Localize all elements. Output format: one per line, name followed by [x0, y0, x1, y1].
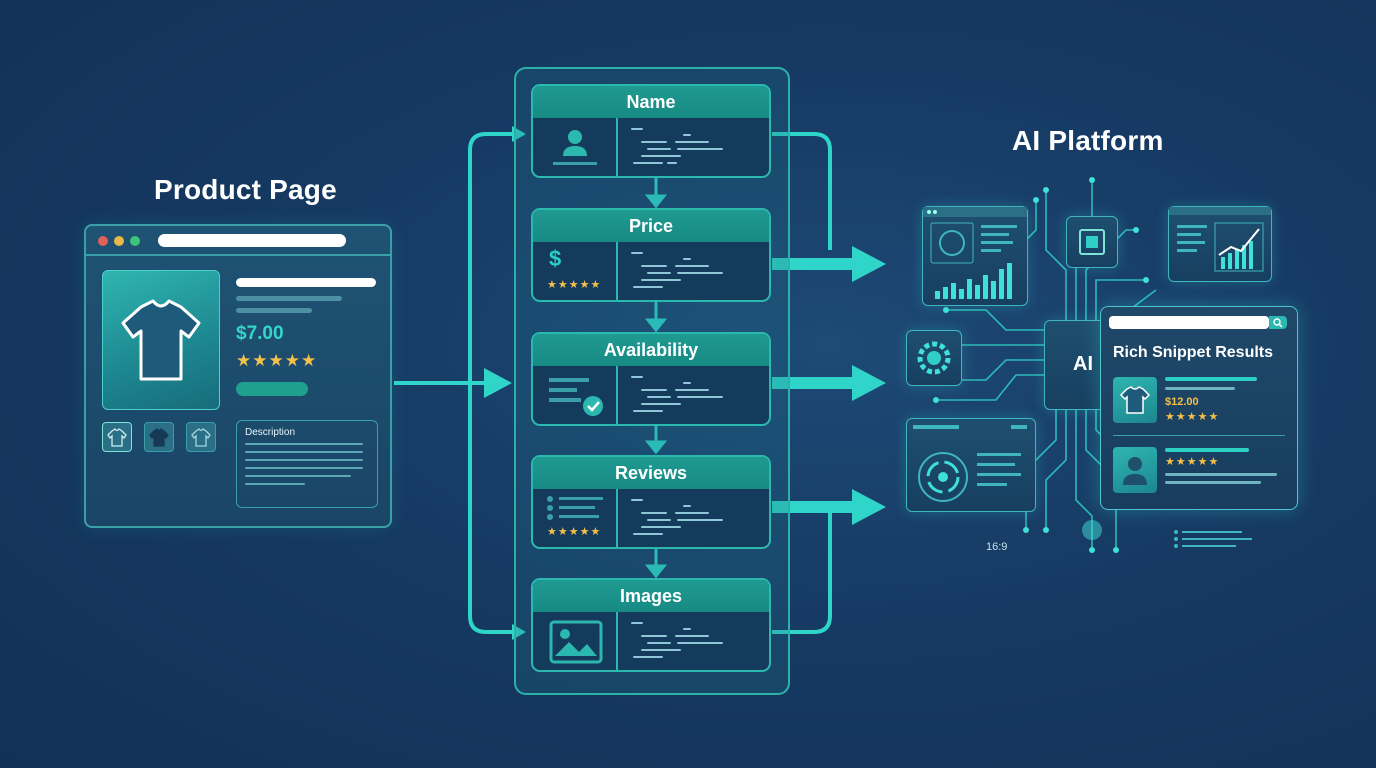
result-title-line-2: [1165, 448, 1249, 452]
image-icon: [549, 620, 603, 664]
arrow-head-main: [484, 368, 512, 398]
flow-line-upper: [468, 132, 516, 383]
tshirt-thumb-icon: [149, 428, 169, 447]
product-title-line: [236, 278, 376, 287]
thumbnail-1[interactable]: [102, 422, 132, 452]
card-name-header: Name: [533, 86, 769, 118]
browser-minimize-dot: [114, 236, 124, 246]
description-line: [245, 451, 363, 453]
dollar-icon: $: [549, 246, 562, 271]
result-stars-1: ★★★★★: [1165, 411, 1220, 423]
product-rating-stars: ★★★★★: [236, 351, 318, 370]
tshirt-thumb-icon: [107, 428, 127, 447]
browser-close-dot: [98, 236, 108, 246]
radar-panel: [906, 418, 1036, 512]
code-snippet: [627, 618, 767, 666]
code-snippet: [627, 495, 767, 543]
down-arrows: [644, 178, 668, 579]
flow-line-lower: [468, 383, 516, 634]
product-page-browser: $7.00 ★★★★★ Description: [84, 224, 392, 528]
code-snippet: [627, 372, 767, 420]
rich-snippet-title: Rich Snippet Results: [1113, 344, 1274, 361]
dashboard-panel: [922, 206, 1028, 306]
result-stars-2: ★★★★★: [1165, 456, 1220, 468]
description-box: Description: [236, 420, 378, 508]
line-chart-panel: [1168, 206, 1272, 282]
arrow-head-out-3: [852, 489, 886, 525]
aspect-ratio-label: 16:9: [986, 541, 1008, 553]
card-availability: Availability: [531, 332, 771, 426]
reviews-icon: [547, 496, 603, 520]
card-divider: [616, 489, 618, 547]
reviews-card-stars: ★★★★★: [547, 526, 602, 538]
ai-platform-title: AI Platform: [1012, 125, 1164, 156]
card-images: Images: [531, 578, 771, 672]
tshirt-icon: [121, 299, 201, 381]
description-label: Description: [245, 427, 296, 438]
card-divider: [616, 118, 618, 176]
card-divider: [616, 366, 618, 424]
result-user-image: [1113, 447, 1157, 493]
card-price-header: Price: [533, 210, 769, 242]
result-subtitle-line: [1165, 387, 1235, 390]
thumbnail-3[interactable]: [186, 422, 216, 452]
description-line: [245, 475, 351, 477]
result-divider: [1113, 435, 1285, 436]
result-product-image: [1113, 377, 1157, 423]
result-line: [1165, 481, 1261, 484]
checklist-icon: [549, 378, 603, 416]
bar-chart-icon: [923, 207, 1027, 299]
result-title-line: [1165, 377, 1257, 381]
card-price: Price $ ★★★★★: [531, 208, 771, 302]
description-line: [245, 459, 363, 461]
price-card-stars: ★★★★★: [547, 279, 602, 291]
ai-chip-label: AI: [1073, 353, 1093, 375]
thumbnail-2[interactable]: [144, 422, 174, 452]
browser-maximize-dot: [130, 236, 140, 246]
product-price: $7.00: [236, 323, 284, 344]
gear-icon: [906, 330, 962, 386]
code-snippet: [627, 248, 767, 296]
product-page-title: Product Page: [154, 174, 337, 205]
flow-line-out-top: [772, 132, 832, 250]
search-icon[interactable]: [1269, 316, 1287, 329]
product-subtitle-line-2: [236, 308, 312, 313]
card-divider: [616, 612, 618, 670]
flow-line-out-bottom: [772, 510, 832, 634]
user-icon: [1123, 457, 1147, 485]
result-price: $12.00: [1165, 396, 1199, 408]
line-chart-icon: [1169, 207, 1271, 272]
card-name: Name: [531, 84, 771, 178]
cpu-chip-icon: [1066, 216, 1118, 268]
arrow-head-out-2: [852, 365, 886, 401]
card-availability-header: Availability: [533, 334, 769, 366]
rich-snippet-panel: Rich Snippet Results $12.00 ★★★★★ ★★★★★: [1100, 306, 1298, 510]
result-line: [1165, 473, 1277, 476]
legend-lines: [1174, 530, 1252, 548]
description-line: [245, 443, 363, 445]
browser-toolbar-divider: [86, 254, 390, 256]
rich-search-input[interactable]: [1109, 316, 1269, 329]
card-divider: [616, 242, 618, 300]
code-snippet: [627, 124, 767, 172]
product-image: [102, 270, 220, 410]
product-subtitle-line: [236, 296, 342, 301]
browser-url-bar: [158, 234, 346, 247]
radar-icon: [913, 425, 1027, 502]
tshirt-icon: [1119, 386, 1151, 414]
description-line: [245, 483, 305, 485]
card-reviews: Reviews ★★★★★: [531, 455, 771, 549]
user-icon: [553, 130, 597, 165]
card-images-header: Images: [533, 580, 769, 612]
add-to-cart-button[interactable]: [236, 382, 308, 396]
card-reviews-header: Reviews: [533, 457, 769, 489]
description-line: [245, 467, 363, 469]
arrow-head-out-1: [852, 246, 886, 282]
tshirt-thumb-icon: [191, 428, 211, 447]
